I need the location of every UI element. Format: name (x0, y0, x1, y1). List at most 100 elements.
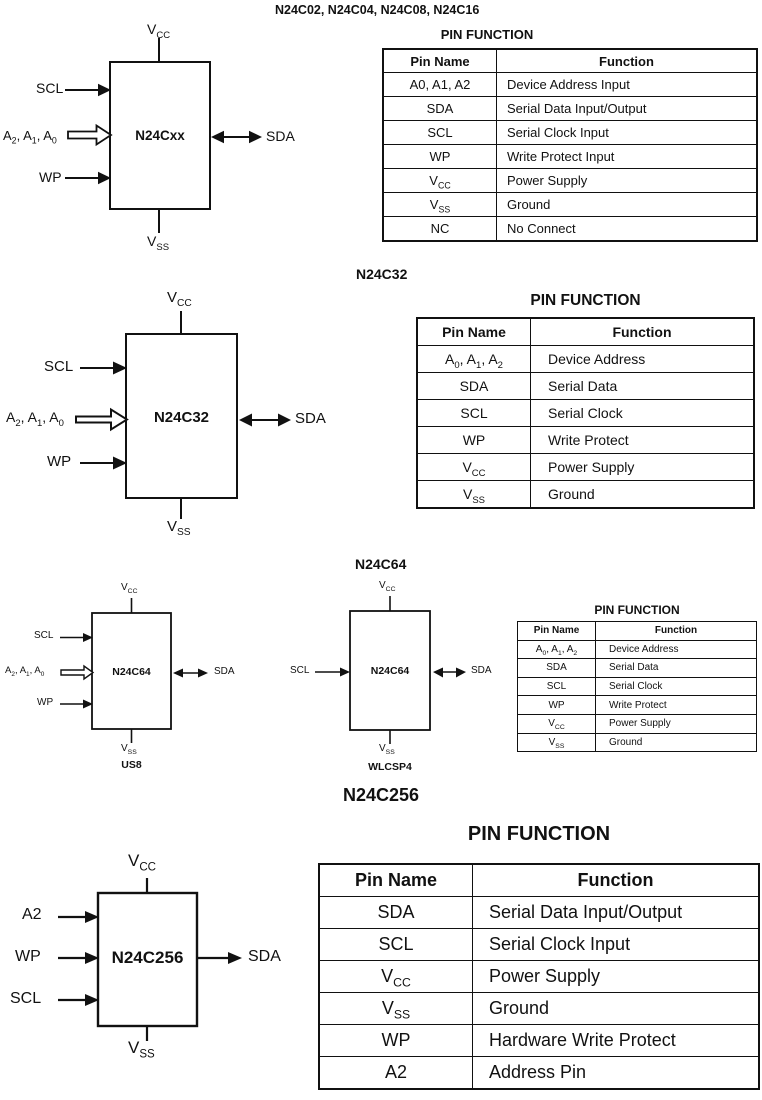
function-cell: Address Pin (472, 1056, 760, 1090)
wp-label: WP (37, 697, 54, 708)
vss-label: VSS (121, 743, 137, 756)
sda-arrow-head (228, 952, 242, 964)
function-header: Function (496, 48, 758, 73)
sda-arrow-head-left (239, 413, 252, 427)
pin-name-cell: VSS (517, 732, 596, 753)
pin-name-cell: NC (382, 216, 497, 242)
function-cell: Serial Data (530, 372, 755, 400)
function-header: Function (530, 317, 755, 346)
a2-label: A2 (22, 906, 42, 923)
pin-name-cell: SCL (318, 928, 473, 961)
table-header-row: Pin Name Function (416, 317, 755, 346)
table-header-row: Pin Name Function (517, 621, 757, 641)
sda-label: SDA (266, 128, 295, 144)
scl-label: SCL (44, 358, 74, 375)
pin-name-cell: VCC (416, 453, 531, 481)
chip-outline (109, 61, 211, 210)
pin-name-cell: SCL (517, 676, 596, 697)
scl-label: SCL (36, 80, 64, 96)
wp-arrow-head (85, 952, 99, 964)
pin-name-cell: WP (382, 144, 497, 169)
pin-function-heading: PIN FUNCTION (594, 603, 680, 617)
function-cell: Write Protect Input (496, 144, 758, 169)
pin-name-cell: VCC (382, 168, 497, 193)
wp-label: WP (39, 169, 62, 185)
sda-arrow-head-left (173, 668, 183, 678)
chip-name: N24C64 (112, 666, 151, 678)
vcc-label: VCC (167, 289, 192, 309)
function-cell: Power Supply (530, 453, 755, 481)
pin-name-cell: VCC (517, 713, 596, 734)
scl-label: SCL (34, 630, 54, 641)
function-cell: Ground (530, 480, 755, 509)
pin-name-cell: SCL (416, 399, 531, 427)
n24c256-block-diagram (58, 878, 242, 1041)
pin-name-header: Pin Name (517, 621, 596, 641)
pin-name-cell: VCC (318, 960, 473, 993)
sda-arrow-head-right (278, 413, 291, 427)
addr-hollow-arrow (60, 664, 95, 681)
function-cell: Ground (472, 992, 760, 1025)
function-cell: Serial Clock (530, 399, 755, 427)
function-header: Function (595, 621, 757, 641)
scl-arrow-head (98, 83, 111, 97)
addr-hollow-arrow (75, 407, 129, 432)
section-title-n24c64: N24C64 (355, 556, 407, 572)
pin-name-cell: A0, A1, A2 (517, 639, 596, 660)
chip-outline (91, 612, 172, 730)
wp-label: WP (15, 948, 41, 965)
function-cell: Power Supply (472, 960, 760, 993)
vcc-label: VCC (121, 582, 138, 595)
a2-arrow-head (85, 911, 99, 923)
pin-name-cell: WP (318, 1024, 473, 1057)
table-header-row: Pin Name Function (318, 863, 760, 897)
function-cell: Write Protect (595, 695, 757, 715)
chip-name: N24C256 (111, 948, 184, 967)
address-pins-label: A2, A1, A0 (5, 665, 45, 678)
address-pins-label: A2, A1, A0 (6, 409, 64, 429)
vcc-label: VCC (379, 580, 396, 593)
function-cell: Serial Clock Input (496, 120, 758, 145)
n24c32-block-diagram (75, 311, 291, 519)
function-cell: Ground (595, 732, 757, 753)
pin-name-cell: A0, A1, A2 (416, 345, 531, 373)
pin-name-header: Pin Name (318, 863, 473, 897)
function-cell: Serial Clock Input (472, 928, 760, 961)
pin-name-cell: SCL (382, 120, 497, 145)
function-cell: Ground (496, 192, 758, 217)
chip-name: N24C32 (153, 409, 210, 426)
sda-arrow-head-right (249, 130, 262, 144)
vss-label: VSS (147, 233, 170, 253)
vcc-label: VCC (147, 21, 171, 41)
function-cell: Device Address Input (496, 72, 758, 97)
pin-name-cell: SDA (416, 372, 531, 400)
function-cell: Write Protect (530, 426, 755, 454)
pin-name-cell: SDA (318, 896, 473, 929)
sda-arrow-head-right (198, 668, 208, 678)
scl-arrow-head (113, 361, 127, 375)
scl-arrow-head (85, 994, 99, 1006)
pin-name-cell: A0, A1, A2 (382, 72, 497, 97)
function-cell: Hardware Write Protect (472, 1024, 760, 1057)
table-header-row: Pin Name Function (382, 48, 758, 73)
pin-function-heading: PIN FUNCTION (467, 823, 611, 845)
chip-name: N24C64 (370, 665, 410, 677)
